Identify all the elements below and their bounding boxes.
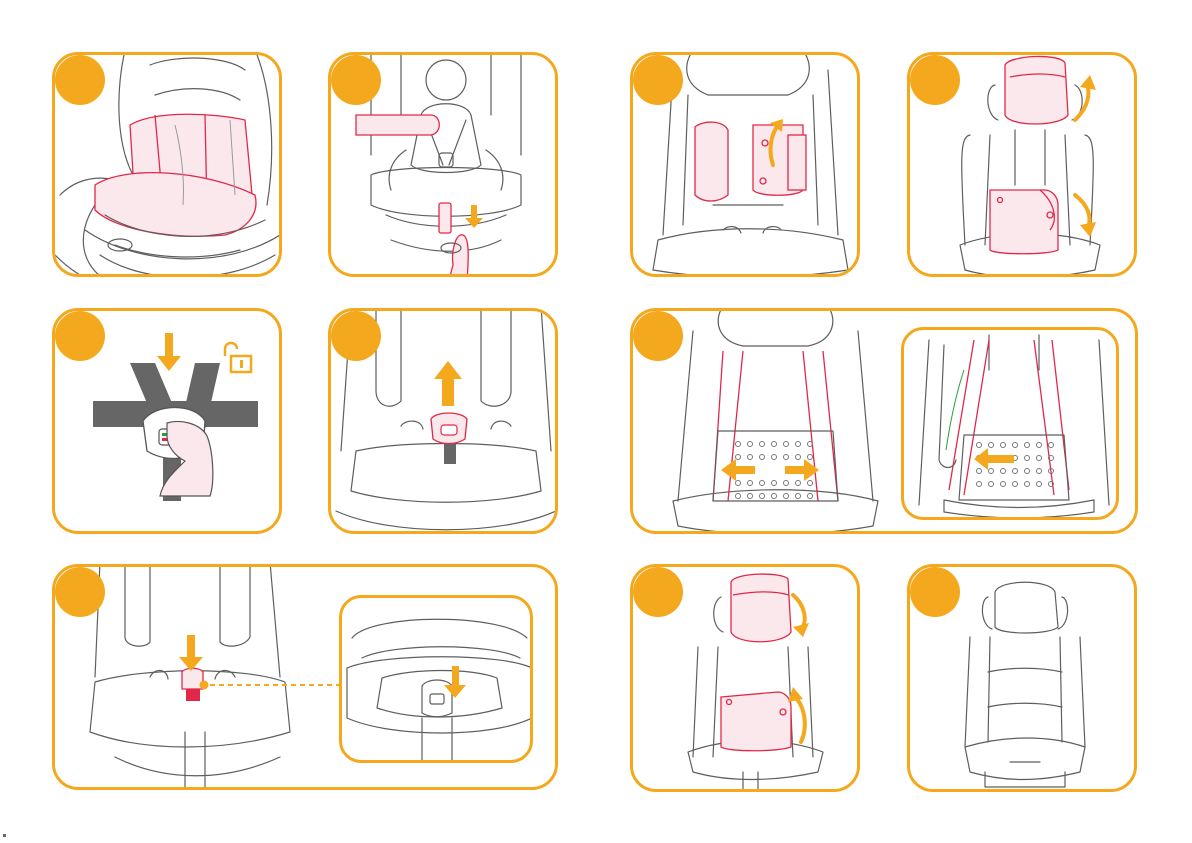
step-badge-8 [633,311,683,361]
step-5-panel [52,564,558,790]
unlock-icon [225,343,251,372]
step-2-panel [328,52,558,277]
step-8-detail-panel [901,327,1119,520]
step-badge-10 [910,567,960,617]
step-1-panel [52,52,282,277]
step-badge-5 [55,567,105,617]
step-badge-1 [55,55,105,105]
double-arrow-icon [721,459,819,481]
step-3-panel [52,308,282,534]
step-9-panel [630,564,860,792]
step-badge-3 [55,311,105,361]
step-badge-2 [331,55,381,105]
step-badge-6 [633,55,683,105]
step-badge-9 [633,567,683,617]
step-4-panel [328,308,558,534]
step-5-detail-panel [339,595,533,763]
step-badge-4 [331,311,381,361]
step-8-panel [630,308,1138,534]
step-10-panel [907,564,1137,792]
step-badge-7 [910,55,960,105]
buckle-detail-illustration [342,598,533,763]
perforation-grid-detail [977,443,1054,487]
cover-detail-illustration [904,330,1119,520]
step-6-panel [630,52,860,277]
left-arrow-icon [974,448,1014,470]
step-7-panel [907,52,1137,277]
page-marker [3,834,6,837]
